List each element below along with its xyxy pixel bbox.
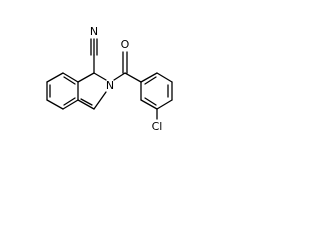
atom-label-ring-nitrogen: N [106, 79, 114, 92]
nitrile-group [90, 38, 98, 74]
benzo-ring [46, 72, 79, 110]
atom-labels: N N O Cl [90, 25, 162, 133]
bond-aryl-2 [156, 72, 173, 83]
bond-n2-carbonyl [113, 72, 126, 81]
bond-aryl-inner-3 [144, 97, 157, 106]
bond-benzo-inner-3 [63, 76, 76, 85]
bond-c3-c4-double [80, 98, 93, 106]
carbonyl-group [113, 51, 142, 83]
bond-c3-c4 [77, 99, 95, 110]
bond-aryl-inner-1 [144, 76, 157, 85]
bond-c1-n2 [93, 72, 107, 81]
atom-label-chlorine: Cl [152, 120, 163, 133]
atom-label-carbonyl-oxygen: O [121, 38, 130, 51]
bond-c8a-c1 [77, 72, 95, 83]
chemical-structure-diagram: N N O Cl [46, 25, 173, 133]
bond-n2-c3 [93, 91, 107, 110]
bond-aryl-1 [140, 72, 158, 83]
bond-benzo-inner-2 [63, 97, 76, 106]
bond-aryl-5 [140, 99, 158, 110]
heterocycle-ring [77, 72, 107, 110]
atom-label-cyano-nitrogen: N [90, 25, 98, 38]
bond-benzo-6 [62, 72, 79, 83]
bond-benzo-4 [62, 99, 79, 110]
chlorophenyl-ring [140, 72, 173, 120]
bond-benzo-3 [46, 99, 64, 110]
bond-benzo-1 [46, 72, 64, 83]
bond-carbonyl-aryl [124, 72, 142, 83]
bond-aryl-4 [156, 99, 173, 110]
